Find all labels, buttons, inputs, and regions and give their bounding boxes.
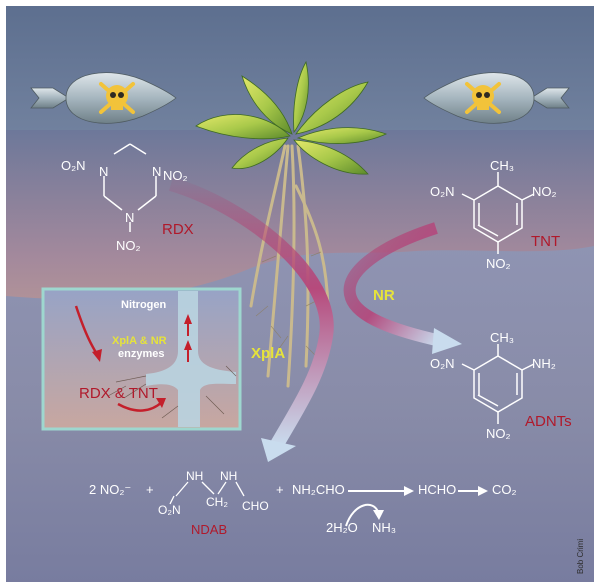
- xpla-pathway-arrow: [169, 177, 334, 450]
- adnt-no2-bottom: NO₂: [486, 426, 511, 441]
- nitrite-label: 2 NO₂⁻: [89, 482, 131, 497]
- hydrolysis-arrow: [345, 503, 379, 527]
- tnt-ch3: CH₃: [490, 158, 514, 173]
- rdx-n-right: N: [152, 164, 161, 179]
- xpla-label: XplA: [251, 345, 285, 362]
- skull-crossbones-icon: [99, 82, 135, 114]
- plant-icon: [195, 60, 388, 175]
- adnt-nh2: NH₂: [532, 356, 556, 371]
- formaldehyde-label: HCHO: [418, 482, 456, 497]
- nr-pathway-arrow: [343, 222, 443, 347]
- adnt-structure: CH₃ NH₂ O₂N NO₂ ADNTs: [430, 330, 572, 441]
- phytoremediation-diagram: XplA NR N N N O₂N NO₂ NO₂ RDX: [6, 6, 594, 582]
- inset-enzymes-line1: XplA & NR: [112, 335, 167, 347]
- ndab-nh-right: NH: [220, 469, 237, 483]
- xpla-arrowhead: [261, 438, 296, 462]
- rdx-no2-right: NO₂: [163, 168, 188, 183]
- tnt-no2-right: NO₂: [532, 184, 557, 199]
- formamide-label: NH₂CHO: [292, 482, 345, 497]
- rdx-label: RDX: [162, 221, 194, 238]
- inset-nitrogen: Nitrogen: [121, 299, 167, 311]
- ndab-label: NDAB: [191, 522, 227, 537]
- ndab-nh-left: NH: [186, 469, 203, 483]
- skull-crossbones-icon: [465, 82, 501, 114]
- bomb-icon: [423, 72, 570, 124]
- water-label: 2H₂O: [326, 520, 358, 535]
- nr-label: NR: [373, 287, 395, 304]
- plus-1: +: [146, 482, 154, 497]
- rdx-n-bottom: N: [125, 210, 134, 225]
- products-reaction: 2 NO₂⁻ + NH NH CH₂ CHO O₂N NDAB + NH₂CHO…: [89, 469, 517, 537]
- ammonia-label: NH₃: [372, 520, 396, 535]
- adnt-label: ADNTs: [525, 413, 572, 430]
- inset-enzymes-line2: enzymes: [118, 348, 164, 360]
- tnt-label: TNT: [531, 233, 560, 250]
- rdx-no2-left: O₂N: [61, 158, 86, 173]
- rdx-no2-bottom: NO₂: [116, 238, 141, 253]
- ndab-cho: CHO: [242, 499, 269, 513]
- ndab-ch2: CH₂: [206, 495, 228, 509]
- adnt-ch3: CH₃: [490, 330, 514, 345]
- nr-arrowhead: [432, 328, 462, 354]
- tnt-structure: CH₃ O₂N NO₂ NO₂ TNT: [430, 158, 560, 271]
- plus-2: +: [276, 482, 284, 497]
- diagram-frame: XplA NR N N N O₂N NO₂ NO₂ RDX: [6, 6, 594, 582]
- rdx-n-left: N: [99, 164, 108, 179]
- co2-label: CO₂: [492, 482, 517, 497]
- artist-credit: Bob Crimi: [576, 539, 585, 574]
- ndab-o2n: O₂N: [158, 503, 181, 517]
- inset-root-arrow: [117, 401, 163, 412]
- rdx-structure: N N N O₂N NO₂ NO₂ RDX: [61, 143, 194, 253]
- bomb-icon: [30, 72, 177, 124]
- inset-compounds: RDX & TNT: [79, 385, 158, 402]
- tnt-no2-left: O₂N: [430, 184, 455, 199]
- inset-panel: Nitrogen XplA & NR enzymes RDX & TNT: [41, 287, 242, 431]
- tnt-no2-bottom: NO₂: [486, 256, 511, 271]
- adnt-no2-left: O₂N: [430, 356, 455, 371]
